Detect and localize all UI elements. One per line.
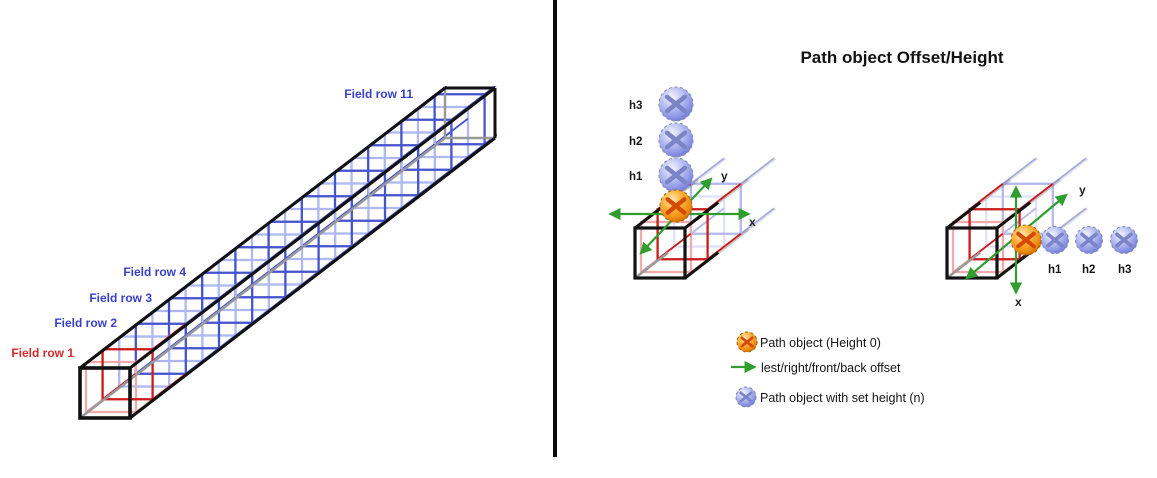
row-h1-label: h1: [1048, 264, 1062, 276]
motion-streak: [697, 157, 727, 181]
sphere-x-mark: [664, 165, 688, 185]
tube-bottom-edge: [129, 136, 496, 420]
stack-h2-label: h2: [629, 136, 642, 148]
motion-streak: [717, 178, 750, 204]
legend-path-object-label: Path object (Height 0): [760, 336, 881, 350]
motion-streak: [717, 228, 750, 254]
beam-outline: [78, 86, 497, 420]
stack-x-axis-label: x: [749, 215, 756, 229]
field-row-4-label: Field row 4: [123, 265, 186, 279]
sphere-x-mark: [1080, 232, 1098, 248]
page-title: Path object Offset/Height: [800, 48, 1003, 67]
tube-front-face: [78, 366, 132, 420]
motion-streak: [747, 207, 777, 231]
motion-streak: [1059, 207, 1089, 231]
tube-top-edge: [946, 201, 982, 230]
sphere-x-mark: [664, 130, 688, 150]
sphere-x-mark: [664, 94, 688, 114]
tube-inner-edge: [634, 251, 669, 279]
tube-inner-edge: [79, 137, 446, 419]
motion-streak: [747, 157, 777, 181]
cube-back-face: [84, 360, 138, 414]
stack-h1-label: h1: [629, 171, 643, 183]
row-x-axis-label: x: [1015, 295, 1022, 309]
cube-connector: [740, 207, 775, 235]
cube-connector: [740, 157, 775, 185]
panel-divider: [553, 0, 557, 457]
tube-top-edge: [79, 86, 446, 370]
sphere-x-mark: [665, 197, 687, 215]
cube-connector: [690, 157, 725, 185]
sphere-x-mark: [1046, 232, 1064, 248]
tube-top-right-edge: [129, 86, 496, 370]
field-row-11-label: Field row 11: [344, 87, 413, 101]
row-h3-label: h3: [1118, 264, 1131, 276]
field-row-2-label: Field row 2: [54, 316, 117, 330]
sphere-x-mark: [1115, 232, 1133, 248]
cube-front-face: [101, 348, 154, 401]
legend-offset-label: lest/right/front/back offset: [761, 361, 901, 375]
sphere-x-mark: [1016, 231, 1036, 249]
stack-h3-label: h3: [629, 100, 642, 112]
cube-connector: [1002, 157, 1037, 185]
motion-streak: [1009, 157, 1039, 181]
legend-height-object-label: Path object with set height (n): [760, 391, 925, 405]
field-row-3-label: Field row 3: [89, 291, 152, 305]
path-cubes: [633, 157, 1089, 280]
row-h2-label: h2: [1082, 264, 1095, 276]
cube-connector: [1052, 157, 1087, 185]
path-object-spheres: [658, 86, 1139, 408]
tube-bottom-edge: [684, 251, 720, 280]
sphere-x-mark: [740, 336, 754, 348]
sphere-x-mark: [739, 391, 753, 403]
stack-y-axis-label: y: [721, 169, 728, 183]
field-row-1-label: Field row 1: [11, 346, 74, 360]
row-y-axis-label: y: [1079, 183, 1086, 197]
motion-streak: [1059, 157, 1089, 181]
